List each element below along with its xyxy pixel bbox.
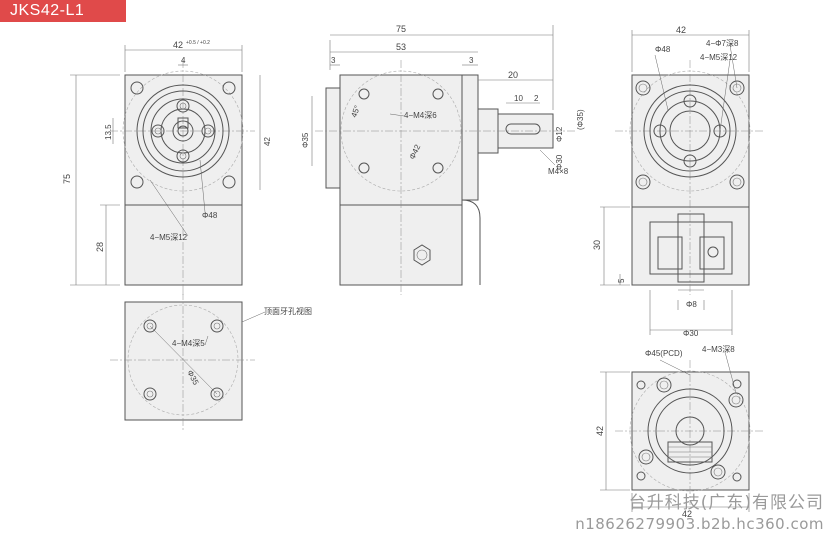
bottom-dim-42-left: 42: [595, 426, 605, 436]
front-dim-phi48: Φ48: [202, 211, 218, 220]
right-dim-phi30: Φ30: [683, 329, 699, 338]
watermark-company: 台升科技(广东)有限公司: [628, 493, 824, 513]
side-dim-3-left: 3: [331, 56, 336, 65]
right-dim-width: 42: [676, 25, 686, 35]
top-body-outline: [124, 301, 243, 421]
front-dim-4: 4: [181, 56, 186, 65]
top-note-holes: 4−M4深5: [172, 339, 205, 348]
side-dim-20: 20: [508, 70, 518, 80]
front-corner-hole: [130, 81, 144, 95]
side-dim-53: 53: [396, 42, 406, 52]
front-dim-width: 42: [173, 40, 183, 50]
top-view: [110, 292, 266, 430]
side-view: [311, 25, 575, 295]
side-dim-phi30: Φ30: [555, 154, 564, 170]
front-note-holes: 4−M5深12: [150, 233, 188, 242]
front-shaft-bore: [172, 120, 194, 142]
watermark-url: n18626279903.b2b.hc360.com: [575, 515, 824, 533]
side-dim-phi35-ref: (Φ35): [576, 109, 585, 130]
front-dim-42-right: 42: [263, 137, 272, 146]
right-view: [600, 30, 765, 335]
right-dim-phi48: Φ48: [655, 45, 671, 54]
front-tol-width: +0.5 / +0.2: [186, 40, 210, 46]
right-dim-30: 30: [592, 240, 602, 250]
front-dim-13-5: 13.5: [104, 124, 113, 140]
side-dim-10: 10: [514, 94, 523, 103]
right-note-m5: 4−M5深12: [700, 53, 738, 62]
right-note-phi7: 4−Φ7深8: [706, 39, 739, 48]
side-dim-phi12: Φ12: [555, 126, 564, 142]
bottom-dim-42-bottom: 42: [682, 509, 692, 519]
side-dim-m4x8: M4×8: [548, 167, 569, 176]
front-dim-75: 75: [62, 174, 72, 184]
front-dim-28: 28: [95, 242, 105, 252]
bottom-dim-pcd: Φ45(PCD): [645, 349, 683, 358]
front-body-outline: [124, 74, 243, 286]
model-title: JKS42-L1: [0, 0, 126, 22]
front-flange-circle: [136, 84, 230, 178]
side-dim-75: 75: [396, 24, 406, 34]
right-dim-5: 5: [617, 278, 626, 283]
side-dim-3-right: 3: [469, 56, 474, 65]
side-dim-phi35: Φ35: [301, 132, 310, 148]
side-angle-45: 45°: [349, 104, 362, 118]
right-lower-body: [631, 206, 750, 286]
front-view: [70, 45, 261, 295]
top-note-view: 顶面牙孔视图: [264, 306, 312, 316]
bottom-view: [600, 351, 765, 512]
side-note-holes: 4−M4深6: [404, 111, 437, 120]
right-dim-phi8: Φ8: [686, 300, 697, 309]
bottom-note-holes: 4−M3深8: [702, 345, 735, 354]
side-dim-2: 2: [534, 94, 539, 103]
